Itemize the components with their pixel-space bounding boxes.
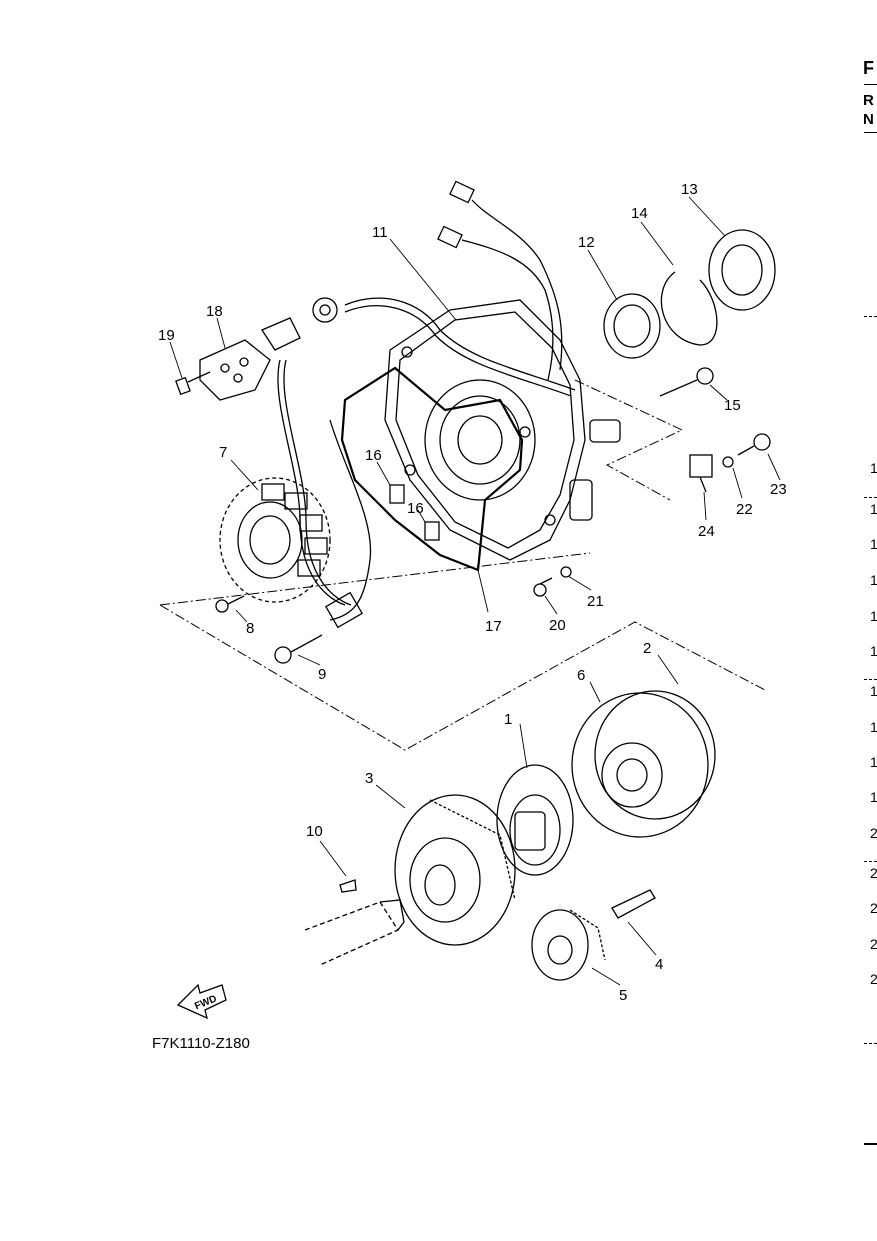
callout-13: 13	[681, 181, 698, 198]
callout-16b: 16	[407, 500, 424, 517]
callout-15: 15	[724, 397, 741, 414]
callout-4: 4	[655, 956, 663, 973]
edge-row: 2	[870, 900, 877, 916]
edge-rule	[864, 84, 877, 85]
callout-24: 24	[698, 523, 715, 540]
edge-dash	[864, 679, 877, 680]
edge-row: 1	[870, 683, 877, 699]
edge-rule	[864, 1143, 877, 1145]
edge-header-r: R	[863, 92, 874, 109]
leader-lines	[169, 196, 781, 986]
edge-row: 1	[870, 608, 877, 624]
callout-9: 9	[318, 666, 326, 683]
edge-row: 2	[870, 971, 877, 987]
crankcase-cover	[384, 299, 621, 561]
callout-14: 14	[631, 205, 648, 222]
edge-row: 2	[870, 936, 877, 952]
edge-dash	[864, 316, 877, 317]
callout-10: 10	[306, 823, 323, 840]
edge-row: 1	[870, 643, 877, 659]
idler-gear	[531, 909, 606, 981]
edge-row: 1	[870, 501, 877, 517]
callout-6: 6	[577, 667, 585, 684]
edge-row: 1	[870, 754, 877, 770]
callout-18: 18	[206, 303, 223, 320]
assembly-outline-upper	[159, 379, 766, 751]
callout-17: 17	[485, 618, 502, 635]
callout-21: 21	[587, 593, 604, 610]
edge-dash	[864, 861, 877, 862]
starter-wheel-gear	[394, 794, 516, 946]
bearing-seal-set	[603, 229, 776, 359]
callout-23: 23	[770, 481, 787, 498]
edge-dash	[864, 497, 877, 498]
callout-22: 22	[736, 501, 753, 518]
edge-row: 1	[870, 719, 877, 735]
edge-dash	[864, 1043, 877, 1044]
edge-rule	[864, 132, 877, 133]
gasket-outline	[340, 366, 524, 572]
edge-row: 2	[870, 825, 877, 841]
edge-header-f: F	[863, 58, 874, 78]
fasteners	[175, 367, 771, 664]
callout-1: 1	[504, 711, 512, 728]
callout-20: 20	[549, 617, 566, 634]
edge-row: 1	[870, 536, 877, 552]
edge-header-n: N	[863, 111, 874, 128]
callout-5: 5	[619, 987, 627, 1004]
callout-12: 12	[578, 234, 595, 251]
pickup-coil	[199, 297, 338, 401]
callout-16a: 16	[365, 447, 382, 464]
wiring-harness	[277, 180, 576, 621]
flywheel	[571, 690, 716, 838]
starter-clutch	[496, 764, 574, 876]
edge-row: 1	[870, 789, 877, 805]
callout-19: 19	[158, 327, 175, 344]
callout-2: 2	[643, 640, 651, 657]
stator	[219, 477, 331, 603]
figure-code: F7K1110-Z180	[152, 1035, 250, 1052]
edge-row: 1	[870, 572, 877, 588]
crankshaft	[304, 879, 405, 966]
callout-7: 7	[219, 444, 227, 461]
callout-8: 8	[246, 620, 254, 637]
fwd-arrow-icon	[176, 983, 227, 1020]
edge-row: 1	[870, 460, 877, 476]
idler-shaft	[611, 889, 656, 919]
callout-11: 11	[372, 224, 388, 241]
edge-row: 2	[870, 865, 877, 881]
callout-3: 3	[365, 770, 373, 787]
